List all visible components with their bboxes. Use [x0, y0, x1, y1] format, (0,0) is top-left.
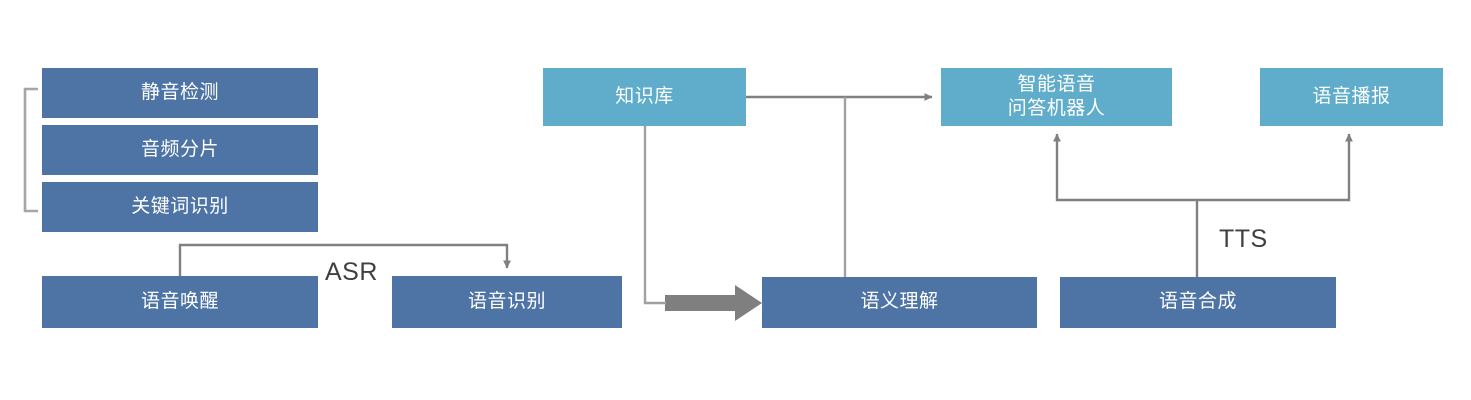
- node-speech-synthesis[interactable]: 语音合成: [1060, 277, 1336, 328]
- node-silence-detection[interactable]: 静音检测: [42, 68, 318, 118]
- node-label: 智能语音 问答机器人: [1007, 73, 1106, 119]
- node-speech-recognition[interactable]: 语音识别: [392, 276, 622, 328]
- connector-kb-to-qa-robot: [746, 93, 933, 277]
- node-voice-wakeup[interactable]: 语音唤醒: [42, 276, 318, 328]
- connector-kb-to-nlu: [643, 126, 666, 305]
- node-qa-robot[interactable]: 智能语音 问答机器人: [941, 68, 1172, 126]
- edge-label-asr: ASR: [325, 258, 378, 286]
- wakeup-stage-bracket: [23, 87, 38, 213]
- connector-asr: [178, 243, 511, 276]
- edge-label-tts: TTS: [1219, 225, 1268, 253]
- node-label: 静音检测: [140, 81, 219, 103]
- node-semantic-understanding[interactable]: 语义理解: [762, 277, 1037, 328]
- node-keyword-spotting[interactable]: 关键词识别: [42, 182, 318, 232]
- node-knowledge-base[interactable]: 知识库: [543, 68, 746, 126]
- node-label: 语音唤醒: [140, 290, 219, 312]
- node-label: 语音合成: [1158, 291, 1237, 313]
- connector-tts: [1053, 133, 1353, 277]
- node-label: 语音识别: [467, 290, 546, 312]
- node-audio-slicing[interactable]: 音频分片: [42, 125, 318, 175]
- connector-asr-to-nlu: [665, 285, 762, 321]
- node-label: 关键词识别: [131, 195, 229, 217]
- node-voice-broadcast[interactable]: 语音播报: [1260, 68, 1443, 126]
- node-label: 语义理解: [860, 291, 939, 313]
- node-label: 知识库: [615, 85, 674, 107]
- node-label: 音频分片: [140, 138, 219, 160]
- node-label: 语音播报: [1312, 85, 1391, 107]
